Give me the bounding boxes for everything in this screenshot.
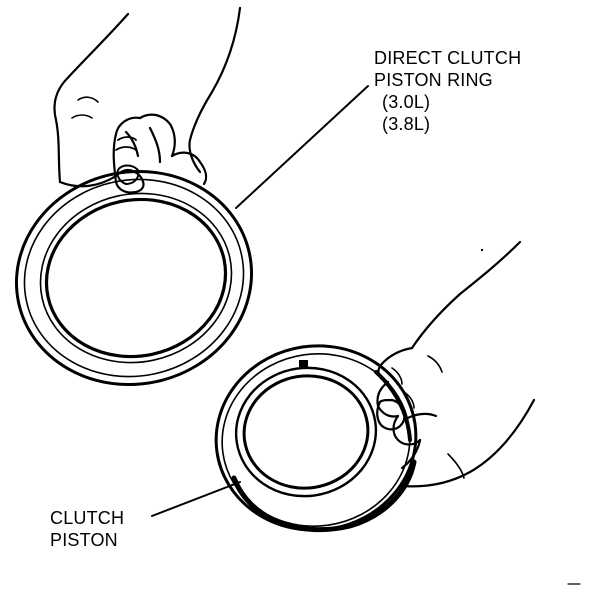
piston-label-line2: PISTON xyxy=(50,530,118,550)
hand-upper-illustration xyxy=(53,6,242,194)
piston-label-line1: CLUTCH xyxy=(50,508,125,528)
clutch-piston xyxy=(214,248,484,533)
hand-lower-illustration xyxy=(376,240,536,488)
clutch-piston-label: CLUTCH PISTON xyxy=(50,507,124,551)
piston-leader-line xyxy=(151,481,241,517)
ring-variant-3-8l: (3.8L) xyxy=(382,114,431,134)
ring-variant-3-0l: (3.0L) xyxy=(382,92,431,112)
ring-label-line1: DIRECT CLUTCH xyxy=(374,48,522,68)
ring-leader-line xyxy=(235,85,369,209)
direct-clutch-piston-ring xyxy=(14,169,254,387)
direct-clutch-piston-ring-label: DIRECT CLUTCH PISTON RING (3.0L) (3.8L) xyxy=(374,47,521,135)
ring-label-line2: PISTON RING xyxy=(374,70,493,90)
